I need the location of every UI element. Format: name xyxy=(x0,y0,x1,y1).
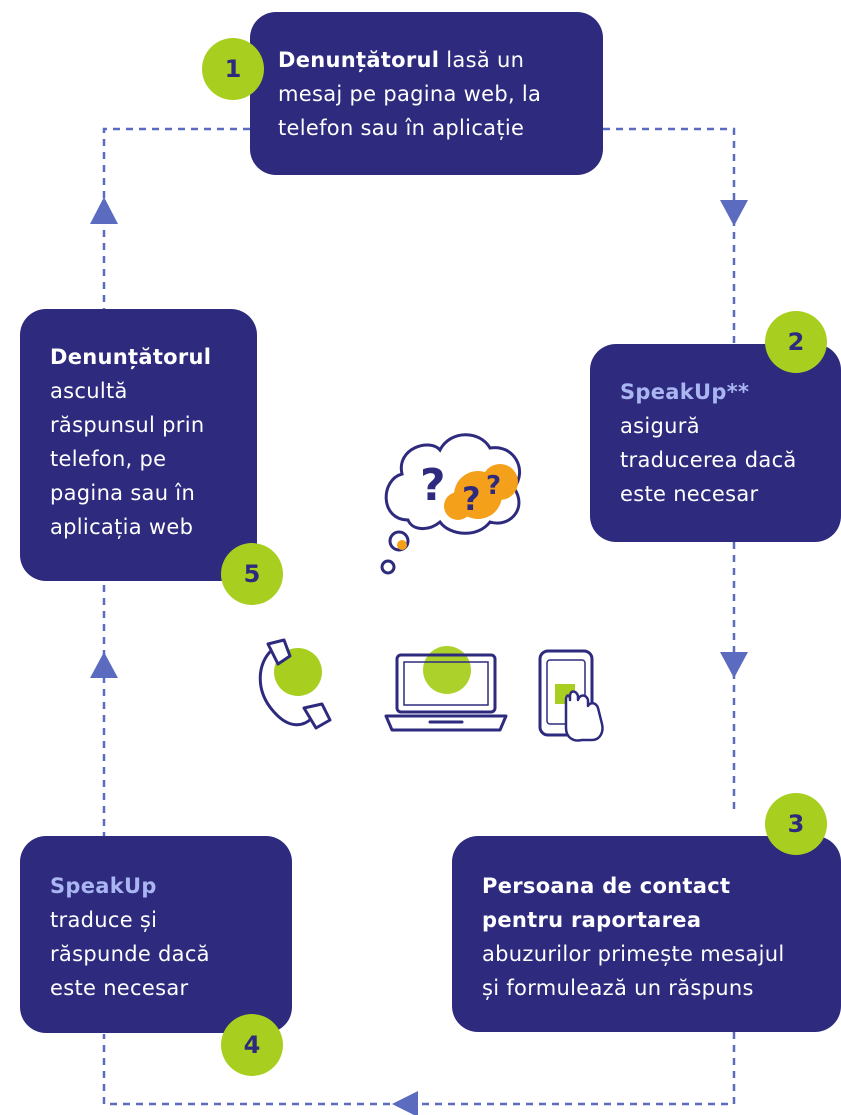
bold-label: pentru raportarea xyxy=(482,908,702,932)
step-2-text-line: traducerea dacă xyxy=(620,443,841,477)
bold-label: Denunțătorul xyxy=(278,48,440,72)
speakup-label: SpeakUp xyxy=(50,874,157,898)
step-1-box: Denunțătorul lasă un mesaj pe pagina web,… xyxy=(250,12,603,175)
step-4-text-line: traduce și xyxy=(50,903,292,937)
step-5-text-line: ascultă xyxy=(50,374,257,408)
step-5-text-line: pagina sau în xyxy=(50,476,257,510)
step-5-text-line: Denunțătorul xyxy=(50,340,257,374)
step-3-text-line: abuzurilor primește mesajul xyxy=(482,937,841,971)
text-span: răspunsul prin xyxy=(50,413,205,437)
step-5-text-line: răspunsul prin xyxy=(50,408,257,442)
text-span: ascultă xyxy=(50,379,128,403)
text-span: lasă un xyxy=(439,48,525,72)
speakup-label: SpeakUp** xyxy=(620,380,750,404)
step-5-text-line: aplicația web xyxy=(50,510,257,544)
arrow-up-icon xyxy=(90,197,118,224)
step-2-text-line: este necesar xyxy=(620,477,841,511)
text-span: traduce și xyxy=(50,908,158,932)
text-span: și formulează un răspuns xyxy=(482,976,754,1000)
text-span: răspunde dacă xyxy=(50,942,210,966)
svg-text:?: ? xyxy=(420,460,446,511)
text-span: aplicația web xyxy=(50,515,194,539)
step-3-text-line: pentru raportarea xyxy=(482,903,841,937)
text-span: abuzurilor primește mesajul xyxy=(482,942,785,966)
step-4-box: SpeakUp traduce și răspunde dacă este neces… xyxy=(20,836,292,1033)
step-4-text-line: SpeakUp xyxy=(50,869,292,903)
step-1-text-line: telefon sau în aplicație xyxy=(278,111,603,145)
text-span: telefon sau în aplicație xyxy=(278,116,525,140)
step-2-badge: 2 xyxy=(765,311,827,373)
text-span: traducerea dacă xyxy=(620,448,797,472)
text-span: pagina sau în xyxy=(50,481,196,505)
step-1-badge: 1 xyxy=(202,38,264,100)
step-3-text-line: Persoana de contact xyxy=(482,869,841,903)
step-1-text-line: Denunțătorul lasă un xyxy=(278,43,603,77)
step-3-text-line: și formulează un răspuns xyxy=(482,971,841,1005)
step-1-text-line: mesaj pe pagina web, la xyxy=(278,77,603,111)
step-2-text-line: SpeakUp** xyxy=(620,375,841,409)
arrow-up-icon xyxy=(90,652,118,678)
step-3-box: Persoana de contact pentru raportarea abuz… xyxy=(452,836,841,1032)
text-span: telefon, pe xyxy=(50,447,167,471)
svg-text:?: ? xyxy=(462,480,481,518)
step-3-badge: 3 xyxy=(765,793,827,855)
text-span: este necesar xyxy=(50,976,189,1000)
text-span: mesaj pe pagina web, la xyxy=(278,82,542,106)
step-2-text-line: asigură xyxy=(620,409,841,443)
step-4-text-line: răspunde dacă xyxy=(50,937,292,971)
step-5-badge: 5 xyxy=(221,543,283,605)
step-4-badge: 4 xyxy=(221,1014,283,1076)
text-span: asigură xyxy=(620,414,700,438)
arrow-down-icon xyxy=(720,200,748,226)
arrow-left-icon xyxy=(392,1091,418,1115)
step-4-text-line: este necesar xyxy=(50,971,292,1005)
step-2-box: SpeakUp** asigură traducerea dacă este nece… xyxy=(590,344,841,542)
step-5-text-line: telefon, pe xyxy=(50,442,257,476)
step-5-box: Denunțătorul ascultă răspunsul prin telefon… xyxy=(20,309,257,581)
bold-label: Persoana de contact xyxy=(482,874,731,898)
svg-text:?: ? xyxy=(486,471,501,501)
text-span: este necesar xyxy=(620,482,759,506)
arrow-down-icon xyxy=(720,652,748,678)
bold-label: Denunțătorul xyxy=(50,345,212,369)
